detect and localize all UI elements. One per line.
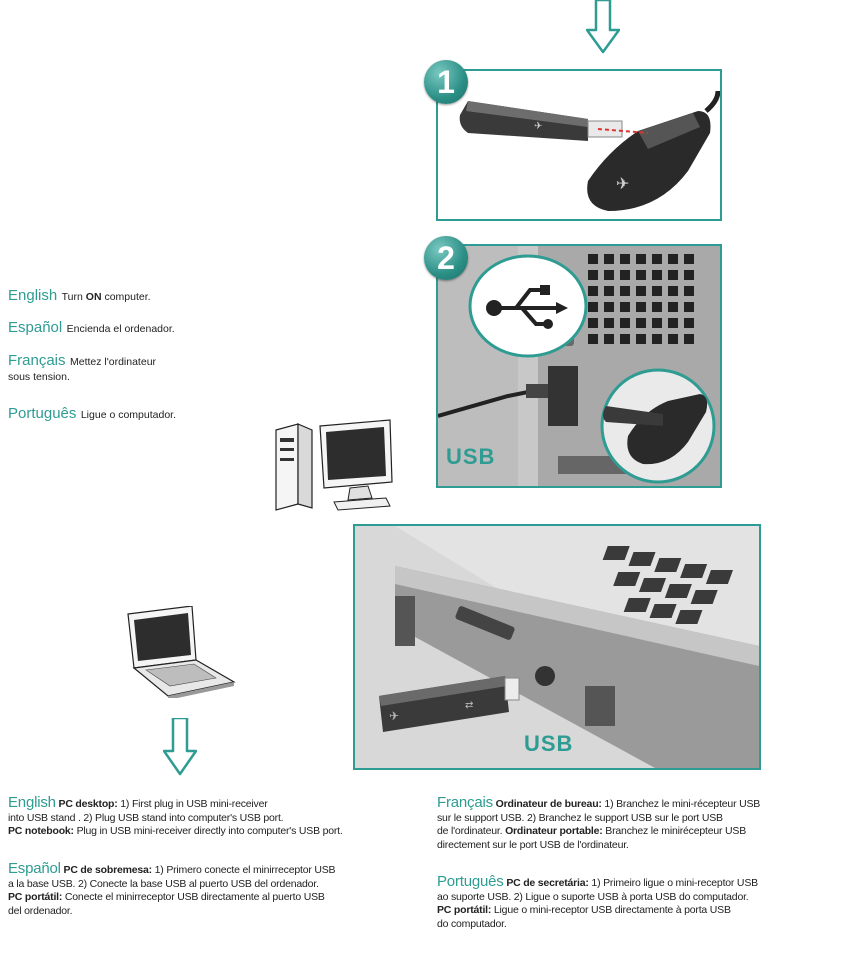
instruction-text: sur le support USB. 2) Branchez le suppo… [437,811,723,824]
turn-on-english: English Turn ON computer. [8,287,151,305]
desktop-label: PC de secretária: [506,877,589,889]
turn-on-text: Encienda el ordenador. [66,323,175,335]
down-arrow-icon [163,718,197,776]
instructions-espanol: Español PC de sobremesa: 1) Primero cone… [8,860,428,918]
instruction-text: directement sur le port USB de l'ordinat… [437,838,629,851]
instruction-text: 1) Primero conecte el minirreceptor USB [151,864,336,876]
lang-label: Português [8,405,77,422]
instruction-text: del ordenador. [8,904,73,917]
down-arrow-icon [586,0,620,54]
notebook-usb-illustration: ⇄ ✈ [379,526,759,768]
laptop-icon [127,606,236,698]
svg-text:✈: ✈ [616,174,629,193]
turn-on-portugues: Português Ligue o computador. [8,405,176,423]
turn-on-text-line2: sous tension. [8,371,70,383]
instruction-text: 1) First plug in USB mini-receiver [117,798,268,810]
instruction-text: 1) Primeiro ligue o mini-receptor USB [588,877,758,889]
notebook-label: Ordinateur portable: [505,825,603,837]
desktop-label: PC de sobremesa: [63,864,153,876]
lang-label: Français [8,352,66,369]
turn-on-text: Mettez l'ordinateur [69,356,157,368]
lang-label: Español [8,319,63,336]
turn-on-espanol: Español Encienda el ordenador. [8,319,175,337]
instruction-text: a la base USB. 2) Conecte la base USB al… [8,877,319,890]
turn-on-text: Turn ON computer. [61,291,151,303]
step2-panel [436,244,722,488]
step1-panel: ✈ ✈ [436,69,722,221]
instructions-portugues: Português PC de secretária: 1) Primeiro … [437,873,842,931]
turn-on-francais: Français Mettez l'ordinateur sous tensio… [8,352,157,384]
notebook-label: PC portátil: [437,904,492,916]
svg-text:✈: ✈ [389,709,399,723]
step3-usb-label: USB [524,731,574,756]
step3-panel: ⇄ ✈ [353,524,761,770]
step2-badge: 2 [424,236,468,280]
lang-label: Português [437,873,504,890]
turn-on-text: Ligue o computador. [80,409,176,421]
notebook-label: PC notebook: [8,825,74,837]
svg-text:⇄: ⇄ [465,700,473,711]
instructions-francais: Français Ordinateur de bureau: 1) Branch… [437,794,842,852]
desktop-computer-icon [275,419,393,511]
instruction-text: Conecte el minirreceptor USB directament… [62,891,325,903]
lang-label: English [8,794,56,811]
lang-label: Français [437,794,493,811]
desktop-usb-port-illustration [438,246,720,486]
lang-label: Español [8,860,61,877]
instruction-text: ao suporte USB. 2) Ligue o suporte USB à… [437,890,749,903]
instruction-text: Ligue o mini-receptor USB directamente à… [491,904,731,916]
step1-badge: 1 [424,60,468,104]
notebook-label: PC portátil: [8,891,63,903]
desktop-label: Ordinateur de bureau: [495,798,602,810]
svg-text:✈: ✈ [534,121,542,132]
usb-stand-illustration: ✈ ✈ [459,90,720,211]
instruction-text: Plug in USB mini-receiver directly into … [73,825,343,837]
instruction-text: do computador. [437,917,507,930]
step2-usb-label: USB [446,444,496,469]
desktop-label: PC desktop: [58,798,118,810]
instruction-text: 1) Branchez le mini-récepteur USB [601,798,761,810]
lang-label: English [8,287,58,304]
instruction-text: de l'ordinateur. [437,825,506,837]
instructions-english: English PC desktop: 1) First plug in USB… [8,794,418,839]
instruction-text: Branchez le minirécepteur USB [602,825,746,837]
instruction-text: into USB stand . 2) Plug USB stand into … [8,811,284,824]
